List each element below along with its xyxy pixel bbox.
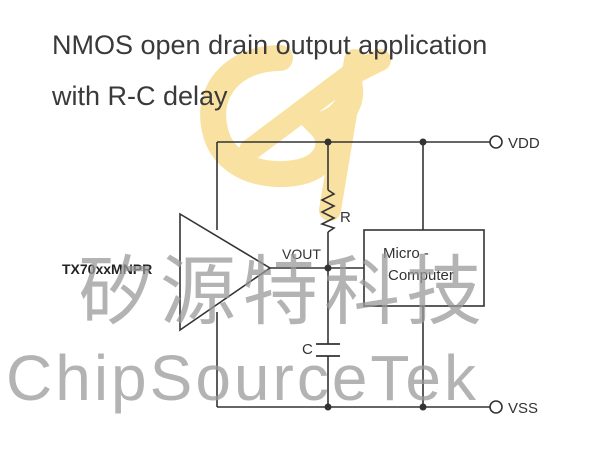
buffer-symbol [179,212,272,332]
vdd-label: VDD [508,135,540,152]
watermark-chinese: 矽源特科技 [78,250,488,335]
capacitor-label: C [302,341,313,358]
junction-dots [324,138,427,411]
watermark-english: ChipSourceTek [6,342,479,414]
resistor-symbol [319,189,336,233]
wires [216,141,490,408]
capacitor-symbol [316,343,340,357]
title-line-2: with R-C delay [52,81,228,111]
mcu-label-line2: Computer [388,267,454,284]
microcomputer-box [363,229,485,307]
vss-terminal [489,400,503,414]
chip-label: TX70xxMNPR [62,261,152,277]
resistor-label: R [340,209,351,226]
watermark-logo [200,45,391,221]
vdd-terminal [489,135,503,149]
vout-label: VOUT [282,246,321,262]
vss-label: VSS [508,400,538,417]
title-line-1: NMOS open drain output application [52,30,488,60]
mcu-label-line1: Micro - [383,245,429,262]
